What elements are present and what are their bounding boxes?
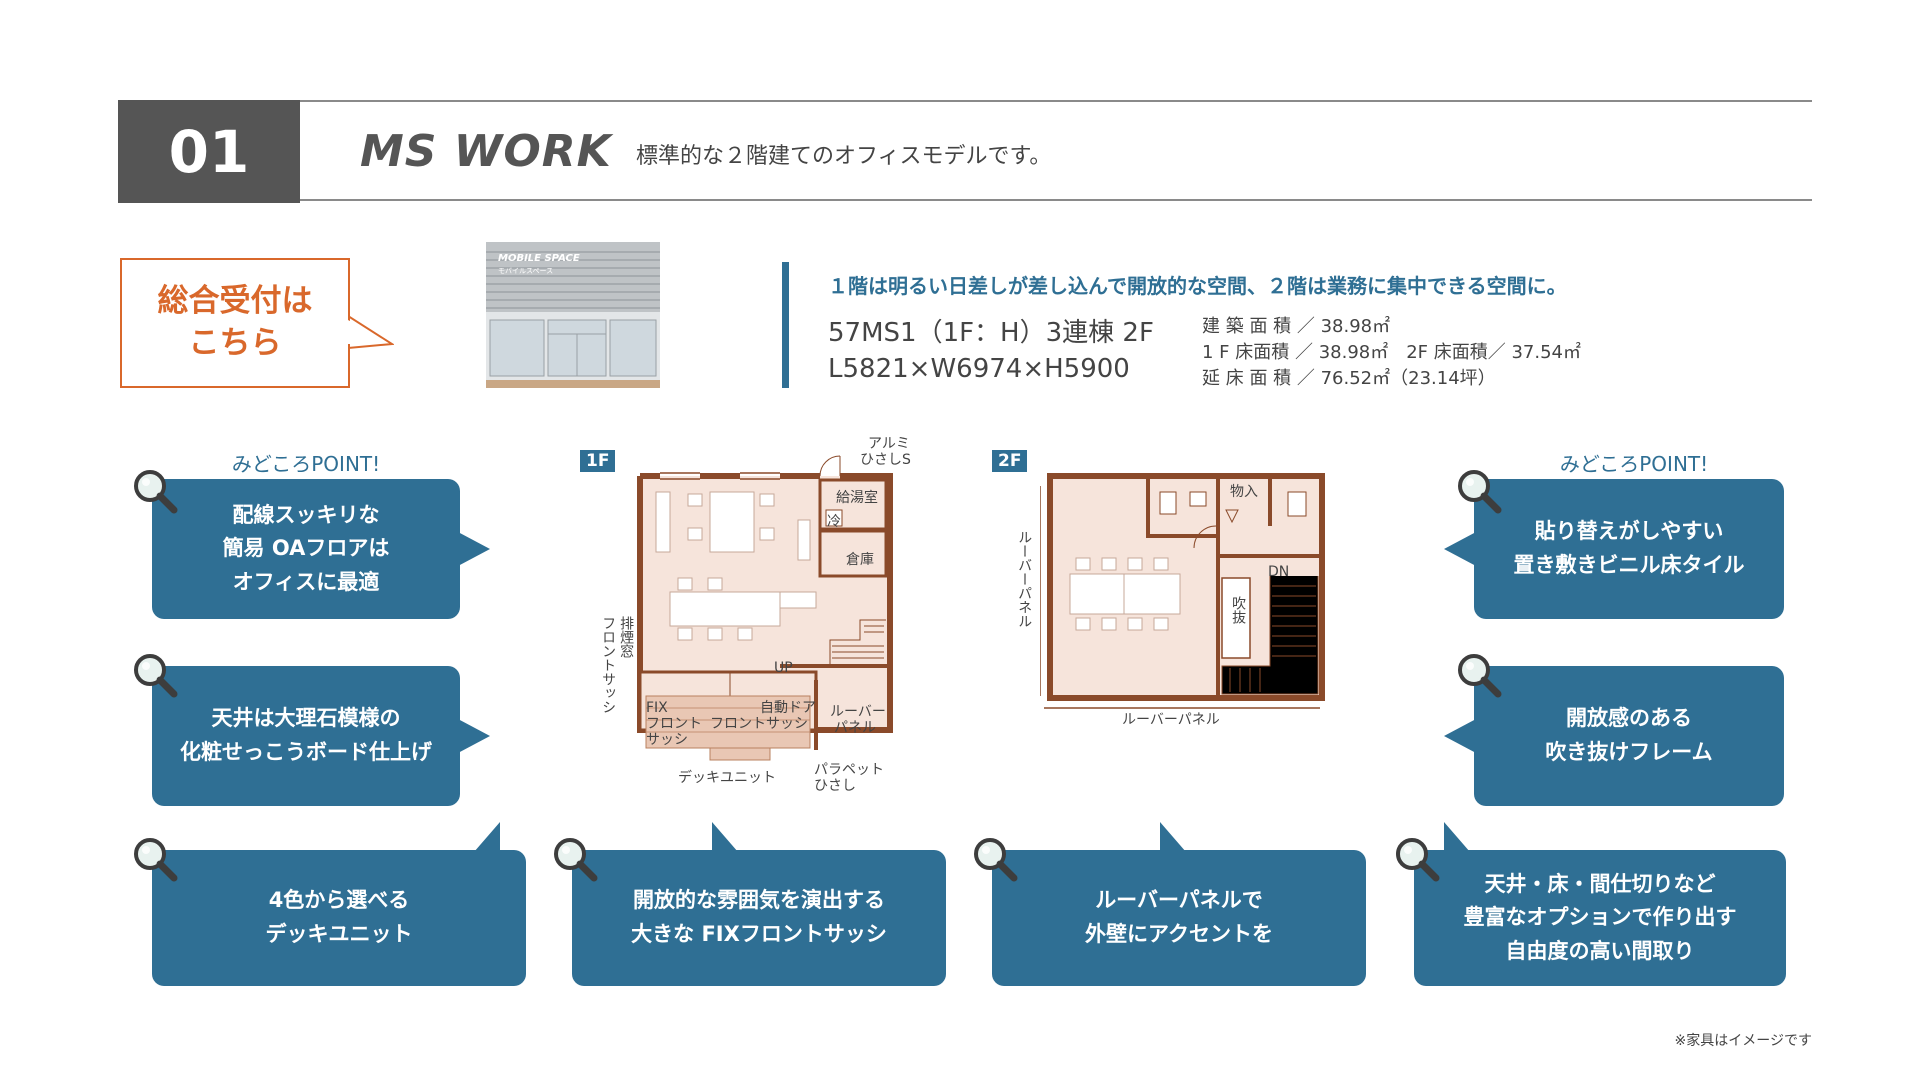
- label-fix: FIX: [646, 700, 668, 716]
- bubble-line: ルーバーパネルで: [1095, 888, 1263, 913]
- label-jido-sash: フロントサッシ: [710, 716, 808, 732]
- bubble-tail: [1160, 822, 1186, 852]
- bubble-tail: [1444, 719, 1476, 753]
- bubble-line: 自由度の高い間取り: [1505, 938, 1695, 963]
- reception-button[interactable]: 総合受付は こちら: [120, 258, 350, 388]
- building-subsign: モバイルスペース: [498, 267, 553, 275]
- building-sign: MOBILE SPACE: [498, 253, 580, 264]
- point-bubble-fix-sash: 開放的な雰囲気を演出する 大きな FIXフロントサッシ: [572, 822, 946, 986]
- label-hisashi-s: ひさしS: [860, 452, 911, 468]
- bubble-line: オフィスに最適: [232, 569, 380, 594]
- label-deck: デッキユニット: [678, 770, 776, 786]
- spec-area-total: 延 床 面 積 ／ 76.52㎡（23.14坪）: [1202, 368, 1496, 390]
- spec-area-floors: 1 F 床面積 ／ 38.98㎡ 2F 床面積／ 37.54㎡: [1202, 342, 1582, 364]
- spec-code-block: 57MS1（1F：H）3連棟 2F L5821×W6974×H5900: [828, 316, 1154, 388]
- magnifier-icon: [132, 836, 178, 882]
- label-haien-mado: 排煙窓: [618, 616, 635, 658]
- model-tagline: 標準的な２階建てのオフィスモデルです。: [636, 144, 1052, 169]
- spec-dimensions: L5821×W6974×H5900: [828, 353, 1130, 384]
- bubble-line: 置き敷きビニル床タイル: [1513, 553, 1745, 577]
- spec-accent-bar: [782, 262, 789, 388]
- bubble-tail: [458, 719, 490, 753]
- bubble-line: 簡易 OAフロアは: [222, 536, 390, 561]
- point-bubble-oa-floor: 配線スッキリな 簡易 OAフロアは オフィスに最適: [152, 479, 490, 619]
- label-fukinuke: 吹抜: [1230, 596, 1247, 624]
- reception-line1: 総合受付は: [157, 283, 313, 320]
- label-fix-sash: サッシ: [646, 732, 688, 748]
- floor-plan-1f: [637, 455, 893, 761]
- points-label-right: みどころPOINT!: [1559, 452, 1709, 476]
- bubble-line: 貼り替えがしやすい: [1534, 519, 1724, 544]
- point-bubble-frame: 開放感のある 吹き抜けフレーム: [1444, 666, 1784, 806]
- bubble-line: 開放的な雰囲気を演出する: [632, 888, 885, 913]
- floor-tag-2f: 2F: [992, 450, 1028, 472]
- spec-lead: １階は明るい日差しが差し込んで開放的な空間、２階は業務に集中できる空間に。: [828, 274, 1567, 298]
- point-bubble-deck: 4色から選べる デッキユニット: [152, 822, 526, 986]
- bubble-line: 外壁にアクセントを: [1085, 922, 1273, 946]
- reception-tail-icon: [348, 315, 394, 349]
- label-parapet: パラペット: [814, 762, 884, 778]
- floor-tag-1f: 1F: [580, 450, 616, 472]
- spec-code: 57MS1（1F：H）3連棟 2F: [828, 318, 1154, 348]
- bubble-line: デッキユニット: [265, 922, 413, 946]
- magnifier-icon: [552, 836, 598, 882]
- bubble-tail: [1444, 532, 1476, 566]
- magnifier-icon: [132, 652, 178, 698]
- reception-line2: こちら: [188, 325, 282, 361]
- magnifier-icon: [972, 836, 1018, 882]
- bubble-line: 4色から選べる: [268, 888, 410, 913]
- floor-plan-2f: [1040, 473, 1325, 709]
- bubble-line: 開放感のある: [1566, 706, 1692, 731]
- magnifier-icon: [132, 468, 178, 514]
- label-rei: 冷: [827, 514, 841, 530]
- label-kyuto: 給湯室: [836, 490, 878, 506]
- point-bubble-louver: ルーバーパネルで 外壁にアクセントを: [992, 822, 1366, 986]
- magnifier-icon: [1456, 468, 1502, 514]
- bubble-tail: [1444, 822, 1470, 852]
- spec-area-block: 建 築 面 積 ／ 38.98㎡ 1 F 床面積 ／ 38.98㎡ 2F 床面積…: [1202, 314, 1581, 392]
- label-louver-bottom: ルーバーパネル: [1122, 712, 1220, 728]
- bubble-tail: [474, 822, 500, 852]
- label-louver-side: ルーバーパネル: [1016, 530, 1033, 628]
- header-band: 01 MS WORK 標準的な２階建てのオフィスモデルです。: [118, 100, 1812, 203]
- bubble-line: 豊富なオプションで作り出す: [1463, 905, 1737, 930]
- label-fix-front: フロント: [646, 716, 702, 732]
- point-bubble-options: 天井・床・間仕切りなど 豊富なオプションで作り出す 自由度の高い間取り: [1414, 822, 1786, 986]
- point-bubble-floor-tile: 貼り替えがしやすい 置き敷きビニル床タイル: [1444, 479, 1784, 619]
- bubble-line: 天井・床・間仕切りなど: [1484, 871, 1716, 896]
- label-louver: ルーバー: [830, 704, 886, 720]
- bubble-tail: [712, 822, 738, 852]
- magnifier-icon: [1394, 836, 1440, 882]
- bubble-line: 配線スッキリな: [232, 502, 380, 527]
- model-number: 01: [118, 100, 300, 203]
- label-souko: 倉庫: [846, 552, 874, 568]
- label-up: UP: [774, 660, 793, 676]
- label-alumi: アルミ: [868, 436, 910, 452]
- spec-area-building: 建 築 面 積 ／ 38.98㎡: [1202, 316, 1391, 337]
- bubble-tail: [458, 532, 490, 566]
- model-name: MS WORK: [360, 126, 612, 177]
- bubble-line: 化粧せっこうボード仕上げ: [180, 740, 432, 764]
- bubble-line: 大きな FIXフロントサッシ: [631, 922, 887, 946]
- footnote: ※家具はイメージです: [1674, 1033, 1812, 1049]
- label-front-sash-v: フロントサッシ: [600, 616, 617, 714]
- bubble-line: 吹き抜けフレーム: [1545, 740, 1713, 764]
- label-monoire: 物入: [1230, 484, 1258, 500]
- magnifier-icon: [1456, 652, 1502, 698]
- label-panel: パネル: [834, 720, 876, 736]
- label-hisashi: ひさし: [814, 778, 856, 794]
- bubble-line: 天井は大理石模様の: [211, 706, 401, 731]
- building-photo: MOBILE SPACE モバイルスペース: [486, 242, 660, 388]
- label-dn: DN: [1268, 564, 1290, 580]
- points-label-left: みどころPOINT!: [231, 452, 381, 476]
- point-bubble-ceiling: 天井は大理石模様の 化粧せっこうボード仕上げ: [152, 666, 490, 806]
- label-jido-door: 自動ドア: [760, 700, 816, 716]
